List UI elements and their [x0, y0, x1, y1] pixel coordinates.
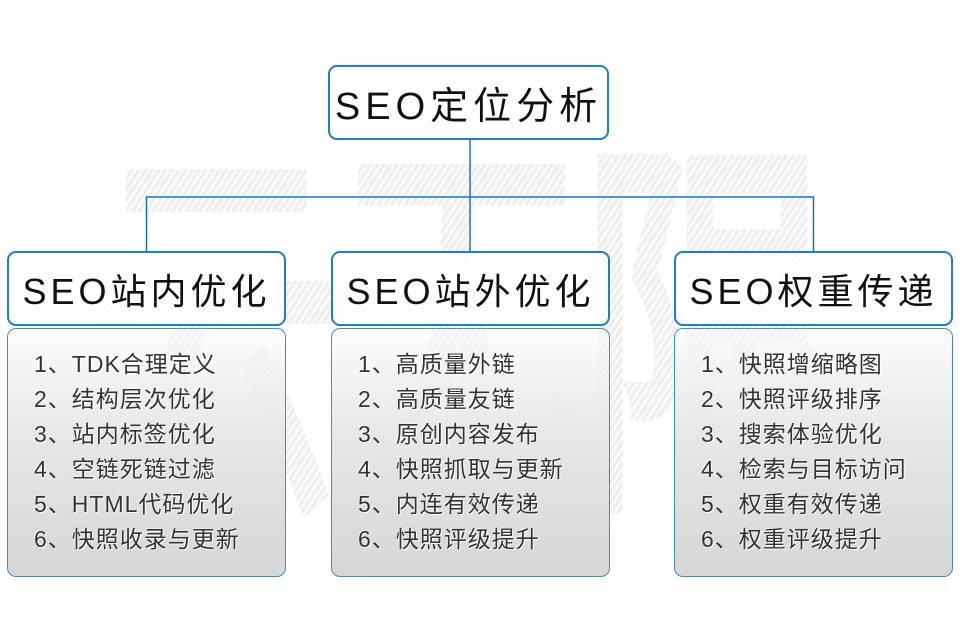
list-item: 2、快照评级排序: [701, 386, 883, 412]
list-item: 1、TDK合理定义: [34, 351, 217, 377]
column-weight-header: SEO权重传递: [674, 251, 953, 326]
list-item: 5、HTML代码优化: [34, 491, 235, 517]
list-item: 3、原创内容发布: [358, 421, 540, 447]
list-item: 4、快照抓取与更新: [358, 456, 564, 482]
list-item: 3、站内标签优化: [34, 421, 216, 447]
list-item: 5、权重有效传递: [701, 491, 883, 517]
column-offsite-panel: 1、高质量外链 2、高质量友链 3、原创内容发布 4、快照抓取与更新 5、内连有…: [331, 328, 610, 577]
column-weight-list: 1、快照增缩略图 2、快照评级排序 3、搜索体验优化 4、检索与目标访问 5、权…: [675, 329, 952, 557]
root-node-label: SEO定位分析: [334, 86, 603, 128]
list-item: 1、快照增缩略图: [701, 351, 883, 377]
list-item: 5、内连有效传递: [358, 491, 540, 517]
list-item: 1、高质量外链: [358, 351, 516, 377]
column-onsite-optimization: SEO站内优化 1、TDK合理定义 2、结构层次优化 3、站内标签优化 4、空链…: [7, 251, 286, 577]
list-item: 3、搜索体验优化: [701, 421, 883, 447]
root-node: SEO定位分析: [328, 65, 609, 140]
column-weight-transfer: SEO权重传递 1、快照增缩略图 2、快照评级排序 3、搜索体验优化 4、检索与…: [674, 251, 953, 577]
list-item: 4、检索与目标访问: [701, 456, 907, 482]
column-onsite-title: SEO站内优化: [22, 270, 271, 312]
list-item: 2、结构层次优化: [34, 386, 216, 412]
column-offsite-list: 1、高质量外链 2、高质量友链 3、原创内容发布 4、快照抓取与更新 5、内连有…: [332, 329, 609, 557]
list-item: 2、高质量友链: [358, 386, 516, 412]
list-item: 6、权重评级提升: [701, 526, 883, 552]
column-onsite-list: 1、TDK合理定义 2、结构层次优化 3、站内标签优化 4、空链死链过滤 5、H…: [8, 329, 285, 557]
list-item: 4、空链死链过滤: [34, 456, 216, 482]
list-item: 6、快照收录与更新: [34, 526, 240, 552]
column-offsite-title: SEO站外优化: [346, 270, 595, 312]
list-item: 6、快照评级提升: [358, 526, 540, 552]
column-weight-panel: 1、快照增缩略图 2、快照评级排序 3、搜索体验优化 4、检索与目标访问 5、权…: [674, 328, 953, 577]
column-onsite-panel: 1、TDK合理定义 2、结构层次优化 3、站内标签优化 4、空链死链过滤 5、H…: [7, 328, 286, 577]
column-offsite-optimization: SEO站外优化 1、高质量外链 2、高质量友链 3、原创内容发布 4、快照抓取与…: [331, 251, 610, 577]
column-offsite-header: SEO站外优化: [331, 251, 610, 326]
column-weight-title: SEO权重传递: [689, 270, 938, 312]
column-onsite-header: SEO站内优化: [7, 251, 286, 326]
